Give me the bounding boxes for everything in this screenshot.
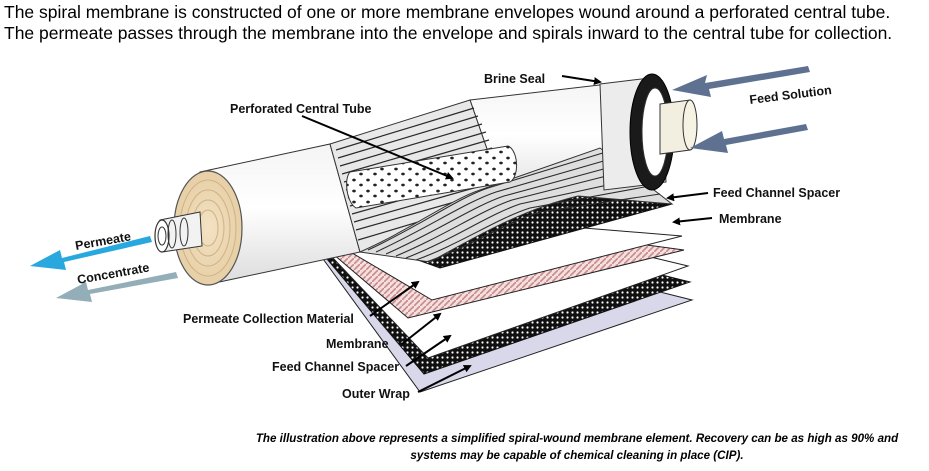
label-membrane-bottom: Membrane bbox=[326, 337, 389, 351]
permeate-collection-leader bbox=[369, 280, 420, 317]
caption-text: The illustration above represents a simp… bbox=[255, 432, 899, 462]
membrane-bottom-leader bbox=[401, 312, 442, 345]
central-tube-leader bbox=[301, 115, 454, 180]
feed-solution-arrows bbox=[672, 66, 810, 153]
label-brine-seal: Brine Seal bbox=[484, 72, 545, 86]
feed-spacer-bottom-leader bbox=[405, 334, 452, 367]
label-feed-solution: Feed Solution bbox=[749, 83, 833, 107]
label-membrane-top: Membrane bbox=[719, 212, 782, 226]
label-perforated-central-tube: Perforated Central Tube bbox=[230, 102, 372, 116]
unrolled-leaf-lines bbox=[367, 151, 661, 263]
feed-arrow-upper bbox=[672, 66, 810, 97]
label-permeate-collection-material: Permeate Collection Material bbox=[183, 312, 354, 326]
membrane-top-leader bbox=[672, 217, 713, 226]
feed-arrow-lower bbox=[690, 124, 808, 153]
outer-wrap-leader bbox=[417, 365, 472, 393]
perforated-central-tube bbox=[346, 145, 517, 209]
brine-seal-leader bbox=[561, 75, 602, 86]
feed-spacer-top-leader bbox=[666, 192, 709, 202]
label-feed-channel-spacer-top: Feed Channel Spacer bbox=[713, 186, 840, 200]
concentrate-arrow bbox=[56, 272, 178, 302]
label-feed-channel-spacer-bottom: Feed Channel Spacer bbox=[272, 360, 399, 374]
label-outer-wrap: Outer Wrap bbox=[342, 387, 410, 401]
intro-text: The spiral membrane is constructed of on… bbox=[4, 2, 893, 43]
permeate-arrow bbox=[30, 236, 152, 270]
